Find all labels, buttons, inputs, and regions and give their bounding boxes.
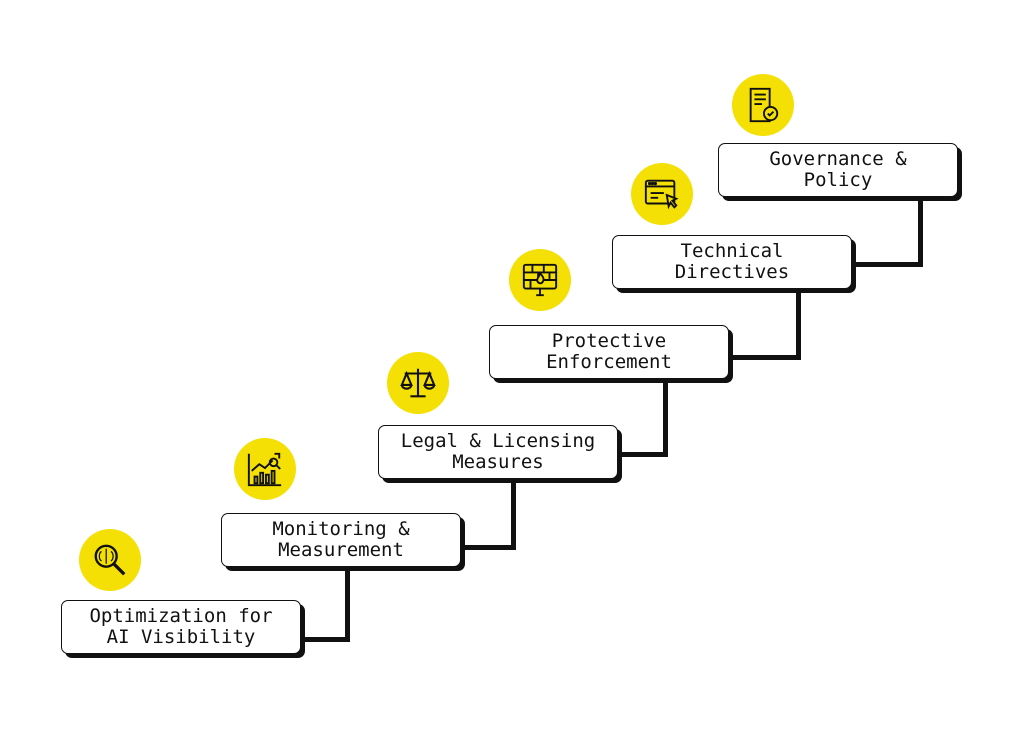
- connector: [663, 378, 668, 457]
- step-governance-policy: Governance &Policy: [718, 143, 958, 197]
- step-label-line2: Enforcement: [546, 351, 672, 373]
- step-label-line1: Optimization for: [89, 605, 273, 627]
- connector: [796, 288, 801, 360]
- step-label-line2: AI Visibility: [106, 626, 256, 648]
- connector: [300, 637, 350, 642]
- connector: [728, 355, 801, 360]
- step-monitoring-measurement: Monitoring &Measurement: [221, 513, 461, 567]
- step-label-line2: Directives: [674, 261, 790, 283]
- step-label-line1: Legal & Licensing: [400, 430, 596, 452]
- step-label-line2: Policy: [803, 169, 873, 191]
- step-label-line2: Measures: [452, 451, 544, 473]
- document-check-icon: [732, 74, 794, 136]
- connector: [460, 545, 516, 550]
- connector: [345, 568, 350, 642]
- brain-search-icon: [79, 529, 141, 591]
- step-label-line1: Monitoring &: [272, 518, 410, 540]
- connector: [918, 197, 923, 267]
- firewall-monitor-icon: [509, 249, 571, 311]
- browser-cursor-icon: [631, 163, 693, 225]
- chart-analytics-icon: [234, 438, 296, 500]
- step-label-line1: Technical: [680, 240, 784, 262]
- scales-icon: [387, 352, 449, 414]
- connector: [851, 262, 923, 267]
- step-label-line1: Governance &: [769, 148, 907, 170]
- step-label-line2: Measurement: [278, 539, 404, 561]
- step-label-line1: Protective: [551, 330, 667, 352]
- connector: [617, 452, 668, 457]
- connector: [511, 480, 516, 550]
